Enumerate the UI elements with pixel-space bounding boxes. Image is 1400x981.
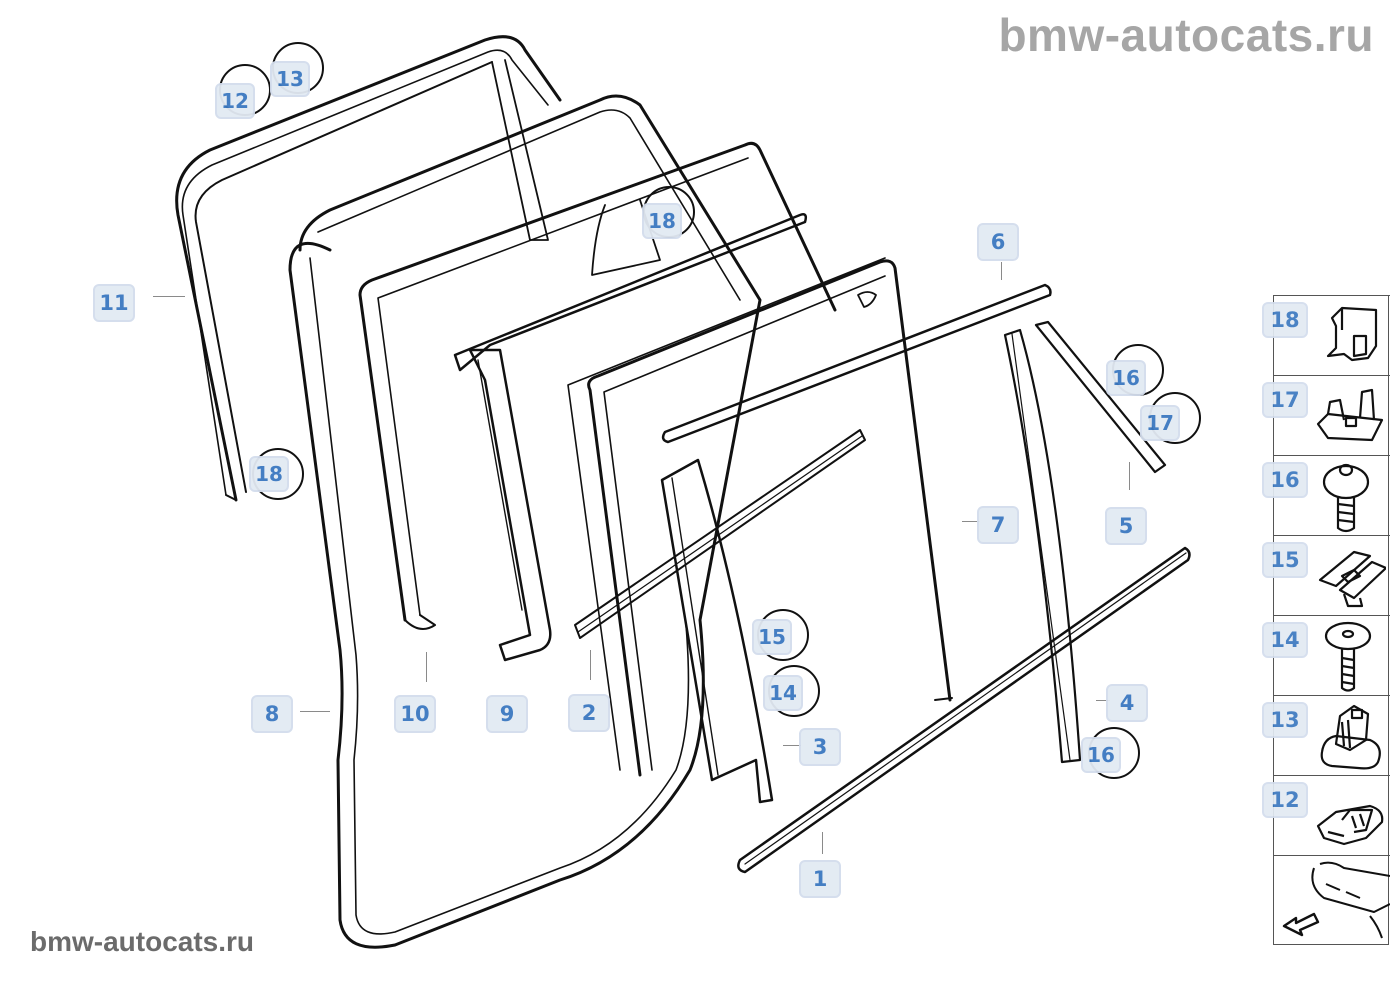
part-1-outer-belt-strip[interactable] <box>737 546 1191 874</box>
callout-12[interactable]: 12 <box>215 83 255 119</box>
leader-3 <box>783 745 801 746</box>
callout-18-top[interactable]: 18 <box>642 203 682 239</box>
callout-6[interactable]: 6 <box>977 223 1019 261</box>
legend-number: 14 <box>1262 622 1308 658</box>
legend-item-16[interactable]: 16 <box>1262 455 1390 535</box>
callout-11[interactable]: 11 <box>93 284 135 322</box>
leader-10 <box>426 652 427 682</box>
callout-2[interactable]: 2 <box>568 694 610 732</box>
legend-number: 13 <box>1262 702 1308 738</box>
legend-item-12[interactable]: 12 <box>1262 775 1390 855</box>
callout-13[interactable]: 13 <box>270 61 310 97</box>
leader-1 <box>822 832 823 854</box>
leader-2 <box>590 650 591 680</box>
legend-item-13[interactable]: 13 <box>1262 695 1390 775</box>
callout-18-left[interactable]: 18 <box>249 456 289 492</box>
callout-8[interactable]: 8 <box>251 695 293 733</box>
part-8-door-seal[interactable] <box>288 94 762 949</box>
part-18-clip-top[interactable] <box>591 199 661 276</box>
fastener-legend-panel: 18 17 16 15 14 <box>1262 295 1390 945</box>
callout-10[interactable]: 10 <box>394 695 436 733</box>
callout-1[interactable]: 1 <box>799 860 841 898</box>
part-9-pillar-channel[interactable] <box>453 213 808 662</box>
clamp-icon <box>1316 388 1384 442</box>
retainer-icon <box>1320 704 1381 770</box>
part-7-window-frame[interactable] <box>567 257 953 777</box>
leader-11 <box>153 296 185 297</box>
part-10-frame-seal[interactable] <box>358 141 837 630</box>
legend-nav-cell[interactable] <box>1274 855 1390 945</box>
legend-number: 12 <box>1262 782 1308 818</box>
legend-item-18[interactable]: 18 <box>1262 295 1390 375</box>
part-3-pillar-trim[interactable] <box>660 458 774 804</box>
leader-4 <box>1096 700 1110 701</box>
legend-number: 15 <box>1262 542 1308 578</box>
leader-5 <box>1129 462 1130 490</box>
callout-14[interactable]: 14 <box>763 675 803 711</box>
callout-9[interactable]: 9 <box>486 695 528 733</box>
leader-7 <box>962 521 980 522</box>
callout-16-lower[interactable]: 16 <box>1081 737 1121 773</box>
legend-number: 18 <box>1262 302 1308 338</box>
legend-item-17[interactable]: 17 <box>1262 375 1390 455</box>
watermark-top: bmw-autocats.ru <box>998 9 1374 61</box>
callout-17[interactable]: 17 <box>1140 405 1180 441</box>
callout-7[interactable]: 7 <box>977 506 1019 544</box>
callout-3[interactable]: 3 <box>799 728 841 766</box>
nut-clip-icon <box>1318 550 1386 608</box>
part-2-belt-strip[interactable] <box>574 429 866 639</box>
callout-4[interactable]: 4 <box>1106 684 1148 722</box>
car-front-arrow-icon[interactable] <box>1274 856 1390 944</box>
callout-16-upper[interactable]: 16 <box>1106 360 1146 396</box>
bracket-clip-icon <box>1316 804 1384 846</box>
callout-5[interactable]: 5 <box>1105 507 1147 545</box>
legend-item-15[interactable]: 15 <box>1262 535 1390 615</box>
part-7-vertical-guide[interactable] <box>1003 328 1082 764</box>
clip-icon <box>1326 306 1378 362</box>
leader-6 <box>1001 262 1002 280</box>
screw-washer-icon <box>1322 463 1370 533</box>
screw-icon <box>1324 621 1372 692</box>
callout-15[interactable]: 15 <box>752 619 792 655</box>
legend-item-14[interactable]: 14 <box>1262 615 1390 695</box>
part-11-frame-seal[interactable] <box>175 35 562 502</box>
part-6-top-strip[interactable] <box>661 283 1052 444</box>
part-5-rear-strip[interactable] <box>1034 320 1167 474</box>
leader-8 <box>300 711 330 712</box>
legend-number: 16 <box>1262 462 1308 498</box>
legend-number: 17 <box>1262 382 1308 418</box>
watermark-bottom: bmw-autocats.ru <box>30 926 255 957</box>
